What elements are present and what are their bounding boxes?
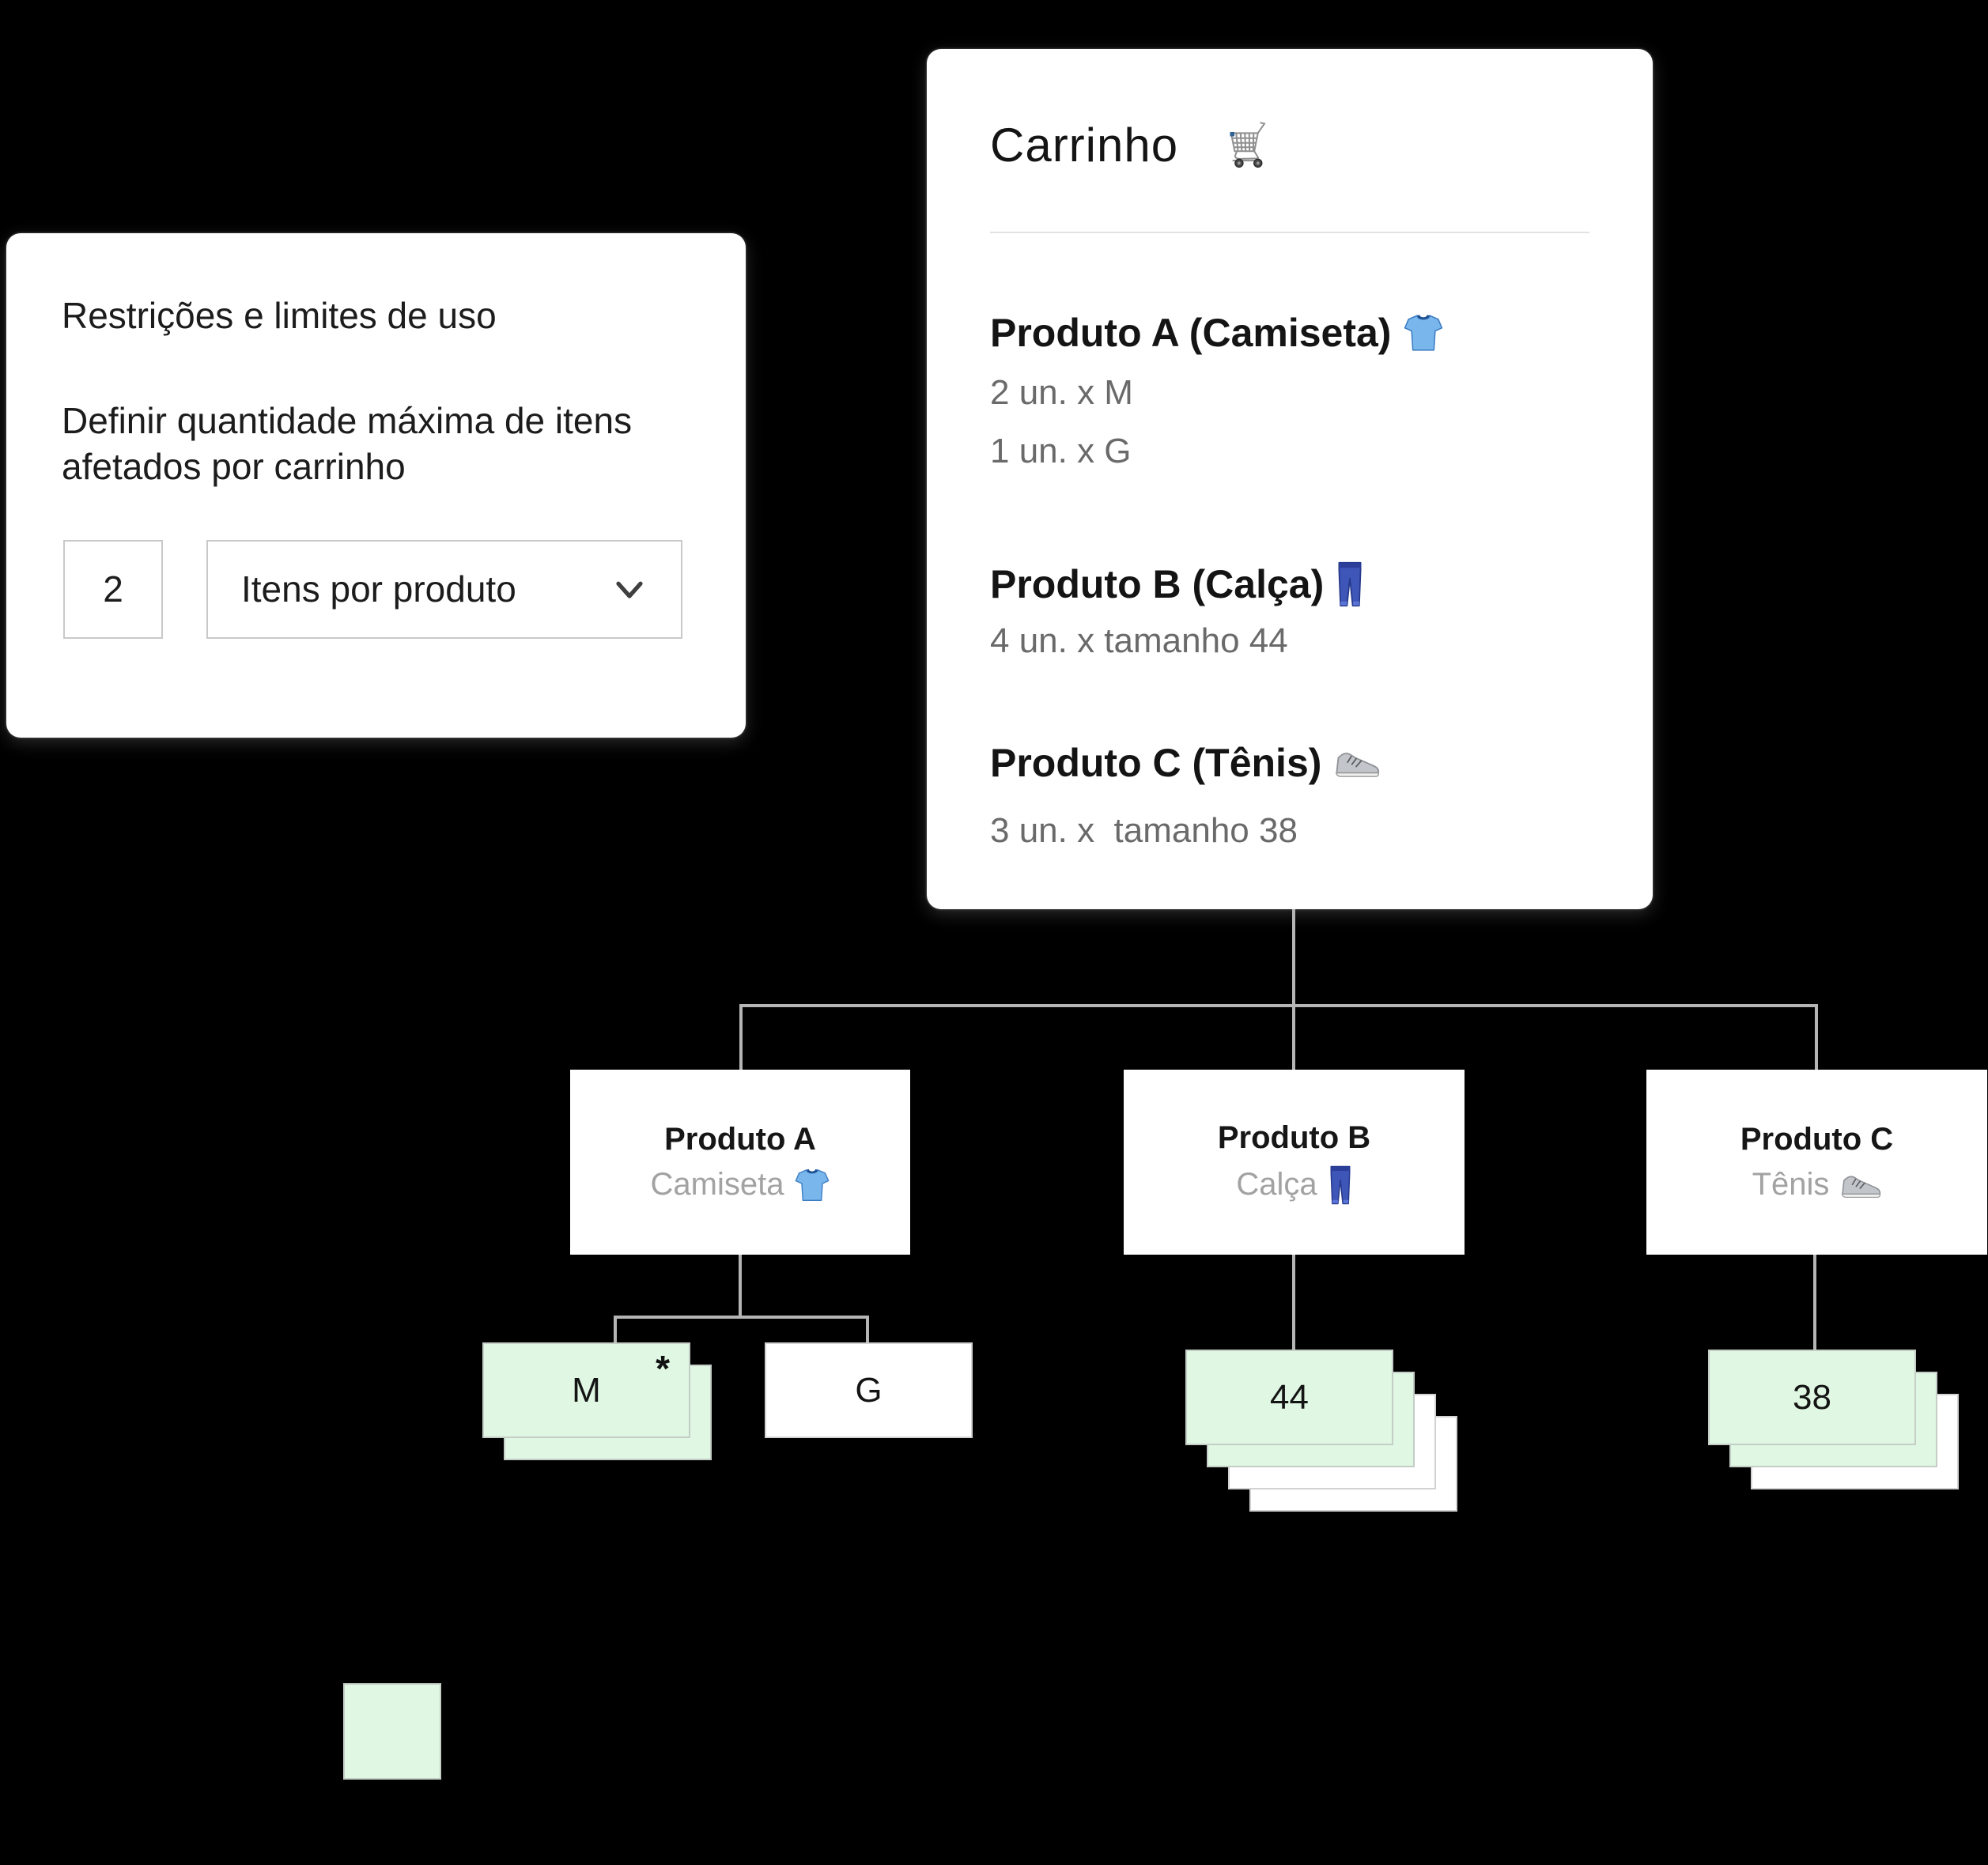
product-b-subtitle: Calça [1236,1165,1351,1205]
cart-item-a-title: Produto A (Camiseta) [990,310,1443,356]
legend-affected-swatch [343,1683,441,1780]
size-card: G [765,1342,973,1438]
chevron-down-icon [613,576,646,605]
cart-divider [990,232,1589,233]
cart-item-a-quantity-1: 2 un. x M [990,373,1133,412]
product-a-subtitle: Camiseta [651,1167,830,1202]
connector-drop-product-c [1815,1007,1818,1070]
product-c-name: Produto C [1740,1122,1894,1157]
connector-drop-product-b [1292,1007,1295,1070]
cart-item-c-title: Produto C (Tênis) [990,740,1380,786]
connector-stem-product-b [1292,1255,1295,1350]
size-card: M* [482,1342,690,1438]
shopping-cart-icon [1221,117,1273,172]
size-note-asterisk: * [656,1348,670,1389]
size-label: 38 [1793,1378,1831,1417]
connector-drop-size-m [614,1319,617,1342]
sneaker-icon [1334,746,1380,780]
cart-item-c-quantity-1: 3 un. x tamanho 38 [990,811,1298,850]
cart-item-b-title: Produto B (Calça) [990,561,1363,607]
product-box-c: Produto C Tênis [1646,1070,1987,1255]
cart-item-b-quantity-1: 4 un. x tamanho 44 [990,621,1288,660]
tshirt-icon [795,1168,830,1202]
restrictions-description-line1: Definir quantidade máxima de itens [62,400,633,441]
connector-cart-stem [1292,909,1295,1004]
connector-trunk [739,1004,1818,1007]
restrictions-card: Restrições e limites de uso Definir quan… [6,233,746,738]
product-a-name: Produto A [664,1122,816,1157]
sneaker-icon [1840,1170,1881,1200]
product-box-a: Produto A Camiseta [570,1070,910,1255]
product-c-subtitle: Tênis [1752,1167,1882,1202]
size-label: 44 [1270,1378,1309,1417]
quantity-input[interactable]: 2 [63,540,163,639]
items-per-product-dropdown[interactable]: Itens por produto [206,540,682,639]
jeans-icon [1336,561,1363,607]
cart-item-a-quantity-2: 1 un. x G [990,432,1132,470]
dropdown-selected-value: Itens por produto [241,568,516,610]
size-card: 44 [1185,1350,1393,1445]
cart-title: Carrinho [990,118,1179,172]
tshirt-icon [1404,313,1443,353]
product-b-name: Produto B [1217,1119,1371,1155]
size-label: G [855,1371,883,1410]
size-label: M [572,1371,601,1410]
restrictions-description-line2: afetados por carrinho [62,446,406,487]
restrictions-title: Restrições e limites de uso [62,295,497,336]
cart-card: Carrinho Produto A (Camiseta) 2 un. x M … [927,49,1653,909]
connector-stem-product-a [739,1255,742,1316]
connector-subtrunk-a [614,1316,869,1319]
connector-drop-size-g [866,1319,869,1342]
product-box-b: Produto B Calça [1124,1070,1465,1255]
jeans-icon [1328,1165,1352,1205]
size-card: 38 [1708,1350,1916,1445]
connector-stem-product-c [1813,1255,1816,1350]
connector-drop-product-a [739,1007,743,1070]
